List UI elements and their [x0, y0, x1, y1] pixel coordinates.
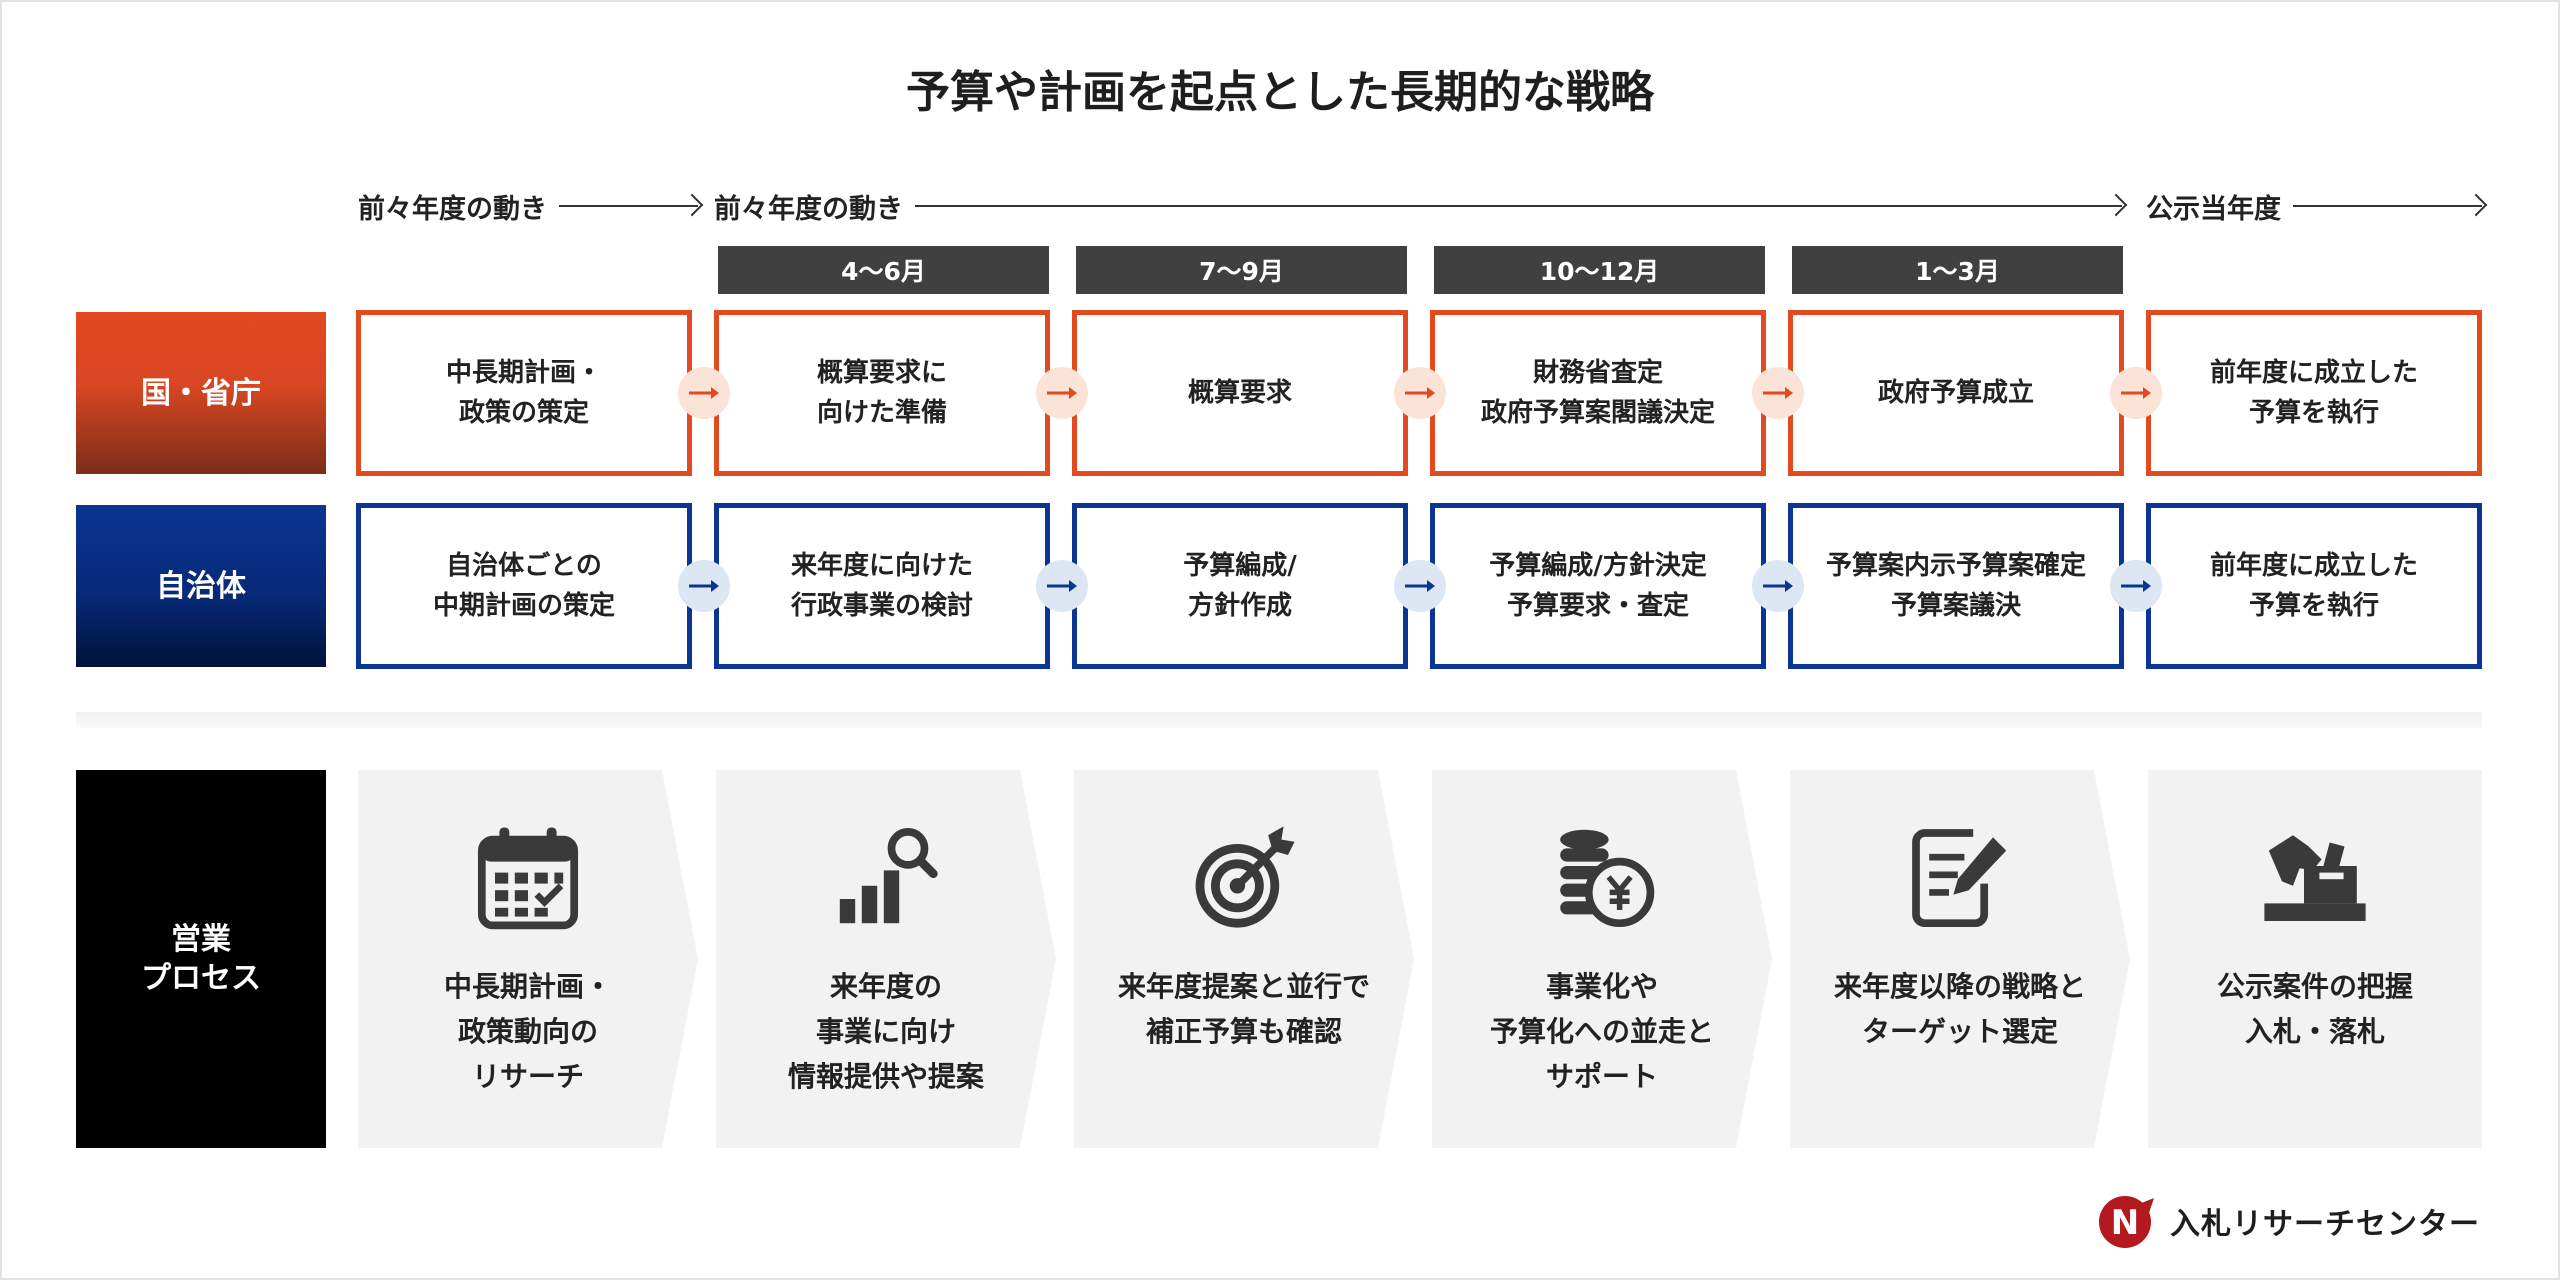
gov-step-3-text: 概算要求	[1187, 377, 1292, 408]
gov-step-2: 概算要求に 向けた準備	[714, 310, 1050, 476]
gov-step-1: 中長期計画・ 政策の策定	[356, 310, 692, 476]
row-label-gov: 国・省庁	[76, 312, 326, 474]
local-arrow-icon	[1394, 560, 1446, 612]
diagram-title: 予算や計画を起点とした長期的な戦略	[906, 67, 1654, 118]
gov-step-6-text: 前年度に成立した 予算を執行	[2209, 357, 2418, 428]
local-arrow-icon	[2110, 560, 2162, 612]
gov-step-5: 政府予算成立	[1788, 310, 2124, 476]
section-divider	[76, 712, 2482, 728]
month-header-2: 7〜9月	[1076, 246, 1407, 294]
sales-step-5: 来年度以降の戦略と ターゲット選定	[1790, 770, 2130, 1148]
month-header-3: 10〜12月	[1434, 246, 1765, 294]
calendar-icon	[477, 827, 579, 930]
local-step-6: 前年度に成立した 予算を執行	[2146, 503, 2482, 669]
yen-coins-icon	[1560, 829, 1655, 928]
local-step-5-text: 予算案内示予算案確定 予算案議決	[1825, 550, 2086, 621]
gov-step-4-text: 財務省査定 政府予算案閣議決定	[1480, 357, 1715, 428]
target-icon	[1195, 826, 1295, 928]
local-step-6-text: 前年度に成立した 予算を執行	[2209, 550, 2418, 621]
logo-name: 入札リサーチセンター	[2170, 1207, 2480, 1242]
local-step-5: 予算案内示予算案確定 予算案議決	[1788, 503, 2124, 669]
local-step-3-text: 予算編成/ 方針作成	[1183, 550, 1297, 621]
chart-search-icon	[839, 828, 938, 924]
sales-step-6-text: 公示案件の把握 入札・落札	[2216, 970, 2413, 1048]
gov-arrow-icon	[1036, 367, 1088, 419]
period-2: 前々年度の動き	[714, 186, 2122, 226]
period-2-arrow	[915, 205, 2122, 207]
local-step-3: 予算編成/ 方針作成	[1072, 503, 1408, 669]
gov-arrow-icon	[2110, 367, 2162, 419]
period-3: 公示当年度	[2146, 186, 2482, 226]
sales-step-2: 来年度の 事業に向け 情報提供や提案	[716, 770, 1056, 1148]
period-1: 前々年度の動き	[358, 186, 698, 226]
sales-step-3: 来年度提案と並行で 補正予算も確認	[1074, 770, 1414, 1148]
logo-mark-letter: N	[2111, 1203, 2139, 1243]
gov-step-5-text: 政府予算成立	[1877, 377, 2034, 408]
local-arrow-icon	[678, 560, 730, 612]
ballot-box-icon	[2264, 835, 2366, 921]
gov-arrow-icon	[1752, 367, 1804, 419]
period-2-label: 前々年度の動き	[714, 193, 903, 225]
local-arrow-icon	[1752, 560, 1804, 612]
gov-step-4: 財務省査定 政府予算案閣議決定	[1430, 310, 1766, 476]
local-step-4: 予算編成/方針決定 予算要求・査定	[1430, 503, 1766, 669]
gov-step-6: 前年度に成立した 予算を執行	[2146, 310, 2482, 476]
local-step-4-text: 予算編成/方針決定 予算要求・査定	[1489, 550, 1707, 621]
sales-step-5-text: 来年度以降の戦略と ターゲット選定	[1833, 970, 2086, 1048]
sales-step-6: 公示案件の把握 入札・落札	[2148, 770, 2482, 1148]
company-logo: N 入札リサーチセンター	[2098, 1192, 2480, 1250]
month-header-1: 4〜6月	[718, 246, 1049, 294]
document-pen-icon	[1912, 829, 2007, 928]
gov-step-2-text: 概算要求に 向けた準備	[816, 357, 947, 428]
logo-mark-icon: N	[2098, 1192, 2156, 1250]
sales-step-4-text: 事業化や 予算化への並走と サポート	[1489, 970, 1714, 1093]
sales-step-4: 事業化や 予算化への並走と サポート	[1432, 770, 1772, 1148]
local-arrow-icon	[1036, 560, 1088, 612]
local-step-2: 来年度に向けた 行政事業の検討	[714, 503, 1050, 669]
sales-step-3-text: 来年度提案と並行で 補正予算も確認	[1117, 970, 1370, 1048]
period-1-arrow	[559, 205, 698, 207]
period-3-arrow	[2293, 205, 2482, 207]
period-3-label: 公示当年度	[2146, 193, 2281, 225]
sales-step-1-text: 中長期計画・ 政策動向の リサーチ	[443, 970, 612, 1093]
gov-step-3: 概算要求	[1072, 310, 1408, 476]
local-step-1: 自治体ごとの 中期計画の策定	[356, 503, 692, 669]
sales-step-2-text: 来年度の 事業に向け 情報提供や提案	[787, 970, 984, 1093]
local-step-1-text: 自治体ごとの 中期計画の策定	[432, 550, 615, 621]
row-label-local: 自治体	[76, 505, 326, 667]
gov-arrow-icon	[1394, 367, 1446, 419]
local-step-2-text: 来年度に向けた 行政事業の検討	[790, 550, 973, 621]
gov-step-1-text: 中長期計画・ 政策の策定	[445, 357, 602, 428]
month-header-4: 1〜3月	[1792, 246, 2123, 294]
row-label-sales: 営業 プロセス	[76, 770, 326, 1148]
gov-arrow-icon	[678, 367, 730, 419]
period-1-label: 前々年度の動き	[358, 193, 547, 225]
sales-step-1: 中長期計画・ 政策動向の リサーチ	[358, 770, 698, 1148]
